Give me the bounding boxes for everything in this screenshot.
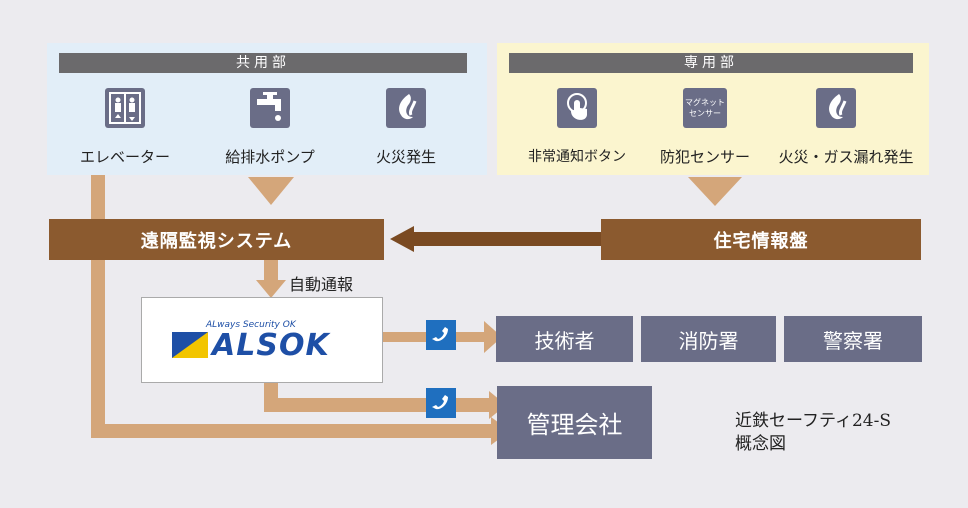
home-info-panel-bar: 住宅情報盤 xyxy=(601,219,921,260)
security-sensor-label: 防犯センサー xyxy=(659,148,750,166)
police-box: 警察署 xyxy=(784,316,922,362)
common-area-header: 共用部 xyxy=(59,53,467,73)
engineer-box: 技術者 xyxy=(496,316,633,362)
alsok-box: ALways Security OK ALSOK xyxy=(141,297,383,383)
push-button-icon xyxy=(557,88,597,128)
fire-gas-icon xyxy=(816,88,856,128)
alsok-logo-text: ALSOK xyxy=(212,328,330,363)
caption-title: 近鉄セーフティ24-S xyxy=(735,411,891,431)
elevator-icon xyxy=(105,88,145,128)
fire-department-box: 消防署 xyxy=(641,316,776,362)
emergency-button-label: 非常通知ボタン xyxy=(528,149,626,165)
phone-icon xyxy=(426,388,456,418)
alsok-tagline: ALways Security OK xyxy=(206,320,296,330)
water-pump-label: 給排水ポンプ xyxy=(225,148,315,166)
remote-monitoring-bar: 遠隔監視システム xyxy=(49,219,384,260)
auto-report-label: 自動通報 xyxy=(289,275,354,294)
faucet-icon xyxy=(250,88,290,128)
magnet-sensor-icon-text: マグネット センサー xyxy=(685,98,725,118)
caption-subtitle: 概念図 xyxy=(735,434,786,454)
alsok-logo-icon xyxy=(172,332,208,358)
phone-icon xyxy=(426,320,456,350)
elevator-label: エレベーター xyxy=(79,148,170,166)
fire-icon xyxy=(386,88,426,128)
fire-gas-leak-label: 火災・ガス漏れ発生 xyxy=(778,148,914,166)
magnet-sensor-icon: マグネット センサー xyxy=(683,88,727,128)
fire-label: 火災発生 xyxy=(375,148,436,166)
management-company-box: 管理会社 xyxy=(497,386,652,459)
private-area-header: 専用部 xyxy=(509,53,913,73)
